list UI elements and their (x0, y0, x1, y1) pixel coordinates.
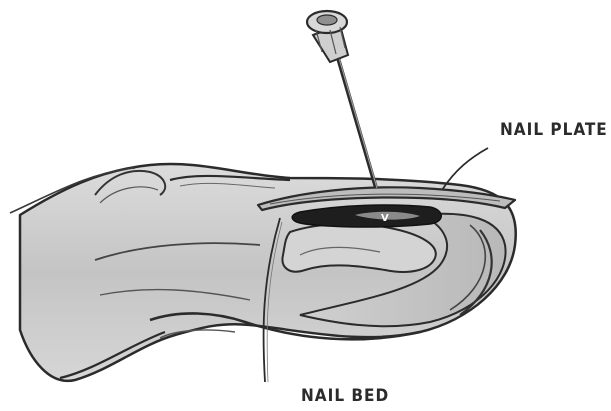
needle-shaft (338, 58, 376, 188)
cavity-mark: V (381, 213, 389, 224)
nail-plate-label: NAIL PLATE (500, 120, 608, 140)
nail-bed-label: NAIL BED (301, 386, 389, 406)
syringe-hub (307, 11, 348, 62)
needle (307, 11, 377, 188)
